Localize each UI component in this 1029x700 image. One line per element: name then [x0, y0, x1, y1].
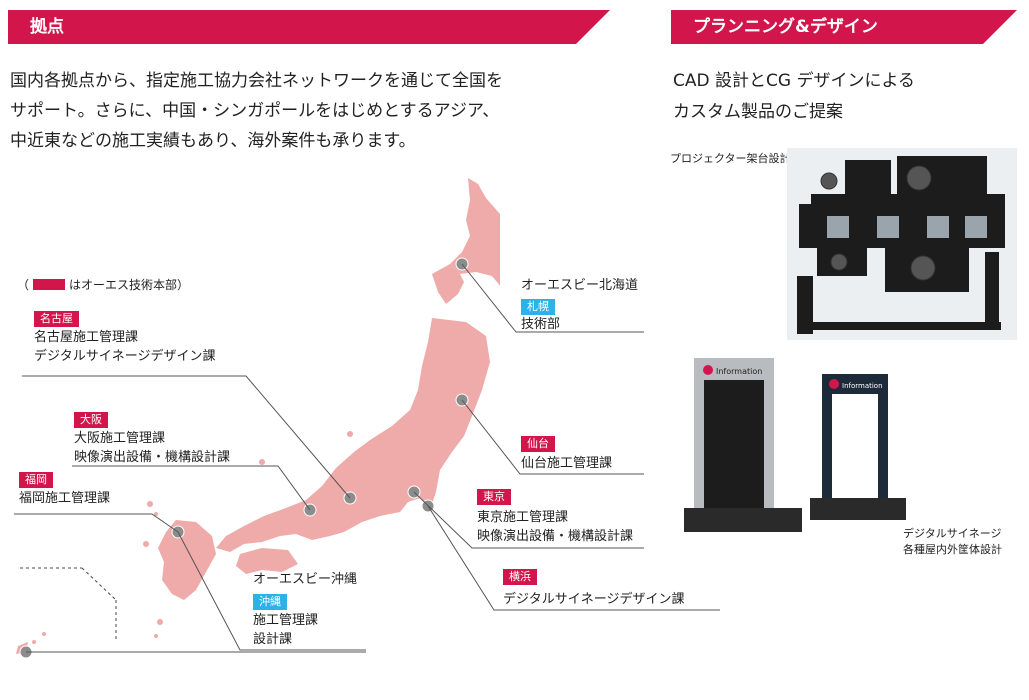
map-legend: （ はオーエス技術本部） [17, 276, 189, 293]
location-tag-okinawa: 沖縄 [253, 594, 287, 610]
signage-panel-label: Information [716, 367, 762, 376]
signage-caption-2: 各種屋内外筐体設計 [903, 543, 1002, 556]
intro-line: 国内各拠点から、指定施工協力会社ネットワークを通じて全国を [10, 71, 503, 91]
map-shikoku [236, 548, 298, 574]
section-header-bases: 拠点 [8, 10, 610, 44]
legend-swatch [33, 279, 66, 290]
location-dept: 福岡施工管理課 [19, 491, 111, 506]
japan-map [16, 178, 500, 659]
intro-line: サポート。さらに、中国・シンガポールをはじめとするアジア、 [10, 101, 500, 121]
location-dept: 名古屋施工管理課 [34, 330, 139, 345]
location-tag-sapporo: 札幌 [521, 299, 555, 315]
planning-description: CAD 設計とCG デザインによる カスタム製品のご提案 [673, 66, 915, 128]
location-dept: 技術部 [521, 317, 561, 332]
location-dept: 設計課 [253, 632, 293, 647]
map-hokkaido-peninsula [432, 264, 464, 304]
header-band-shape [8, 10, 610, 44]
projector-rig-image [787, 148, 1017, 340]
digital-signage-image: Information Information [684, 358, 918, 538]
map-kyushu [158, 520, 216, 600]
planning-line: カスタム製品のご提案 [673, 102, 843, 122]
legend-open: （ [17, 278, 30, 292]
header-band-shape [671, 10, 1017, 44]
signage-panel-label: Information [842, 382, 883, 390]
section-title-planning: プランニング&デザイン [693, 17, 878, 37]
location-dept: 映像演出設備・機構設計課 [74, 450, 231, 465]
intro-line: 中近東などの施工実績もあり、海外案件も承ります。 [10, 131, 416, 151]
location-dept: デジタルサイネージデザイン課 [503, 592, 685, 607]
location-dept: 映像演出設備・機構設計課 [477, 529, 634, 544]
location-tag-fukuoka: 福岡 [19, 472, 53, 488]
planning-line: CAD 設計とCG デザインによる [673, 71, 915, 91]
location-dept: 大阪施工管理課 [74, 431, 166, 446]
location-dept: 仙台施工管理課 [521, 456, 613, 471]
location-tag-yokohama: 横浜 [503, 569, 537, 585]
section-title-bases: 拠点 [30, 17, 64, 37]
location-tag-osaka: 大阪 [74, 412, 108, 428]
map-honshu [216, 318, 490, 552]
location-title-okinawa: オーエスビー沖縄 [253, 572, 358, 587]
signage-caption-1: デジタルサイネージ [903, 527, 1002, 540]
legend-text: はオーエス技術本部） [69, 278, 190, 292]
location-dept: 施工管理課 [253, 613, 319, 628]
location-dept: デジタルサイネージデザイン課 [34, 349, 216, 364]
intro-paragraph: 国内各拠点から、指定施工協力会社ネットワークを通じて全国を サポート。さらに、中… [10, 66, 610, 156]
location-tag-sendai: 仙台 [521, 436, 555, 452]
projector-caption: プロジェクター架台設計 [670, 152, 791, 165]
section-header-planning: プランニング&デザイン [671, 10, 1017, 44]
location-tag-nagoya: 名古屋 [34, 311, 79, 327]
location-tag-tokyo: 東京 [477, 489, 511, 505]
location-dept: 東京施工管理課 [477, 510, 569, 525]
location-title-hokkaido: オーエスビー北海道 [521, 278, 639, 293]
